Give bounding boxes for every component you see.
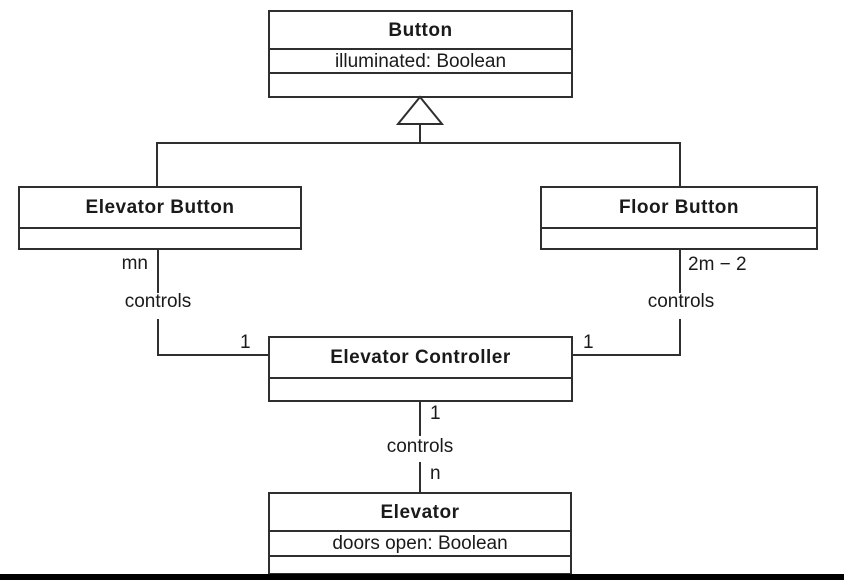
bottom-black-bar bbox=[0, 574, 844, 580]
association-right-horizontal bbox=[572, 354, 681, 356]
class-empty-compartment bbox=[270, 555, 570, 573]
association-label-controls: controls bbox=[124, 291, 192, 312]
generalization-horizontal-line bbox=[156, 142, 681, 144]
association-label-controls: controls bbox=[386, 436, 454, 457]
class-box-elevator: Elevator doors open: Boolean bbox=[268, 492, 572, 575]
class-empty-compartment bbox=[542, 227, 816, 248]
class-box-floor-button: Floor Button bbox=[540, 186, 818, 250]
multiplicity-label-n: n bbox=[430, 463, 441, 484]
class-empty-compartment bbox=[270, 72, 571, 96]
class-attribute: doors open: Boolean bbox=[270, 530, 570, 555]
multiplicity-label-one-right: 1 bbox=[583, 332, 594, 353]
class-empty-compartment bbox=[20, 227, 300, 248]
class-box-button: Button illuminated: Boolean bbox=[268, 10, 573, 98]
association-left-segment-lower bbox=[157, 319, 159, 356]
class-empty-compartment bbox=[270, 377, 571, 400]
inheritance-triangle-icon bbox=[395, 95, 445, 125]
multiplicity-label-mn: mn bbox=[121, 253, 148, 274]
class-box-elevator-controller: Elevator Controller bbox=[268, 336, 573, 402]
association-right-segment-lower bbox=[679, 319, 681, 356]
association-label-controls: controls bbox=[647, 291, 715, 312]
class-title: Elevator Button bbox=[85, 197, 235, 218]
generalization-left-drop-line bbox=[156, 142, 158, 188]
class-title: Elevator Controller bbox=[330, 347, 511, 368]
class-title: Elevator bbox=[380, 501, 460, 523]
multiplicity-label-one-bottom: 1 bbox=[430, 403, 441, 424]
association-left-horizontal bbox=[157, 354, 269, 356]
generalization-right-drop-line bbox=[679, 142, 681, 188]
association-right-segment-upper bbox=[679, 249, 681, 293]
multiplicity-label-2m-minus-2: 2m − 2 bbox=[688, 254, 747, 275]
class-title: Button bbox=[388, 19, 453, 41]
association-bottom-segment-upper bbox=[419, 401, 421, 436]
association-left-segment-upper bbox=[157, 249, 159, 293]
class-title: Floor Button bbox=[619, 197, 739, 218]
multiplicity-label-one-left: 1 bbox=[240, 332, 251, 353]
class-box-elevator-button: Elevator Button bbox=[18, 186, 302, 250]
class-attribute: illuminated: Boolean bbox=[270, 48, 571, 72]
generalization-stem-line bbox=[419, 124, 421, 144]
association-bottom-segment-lower bbox=[419, 462, 421, 492]
